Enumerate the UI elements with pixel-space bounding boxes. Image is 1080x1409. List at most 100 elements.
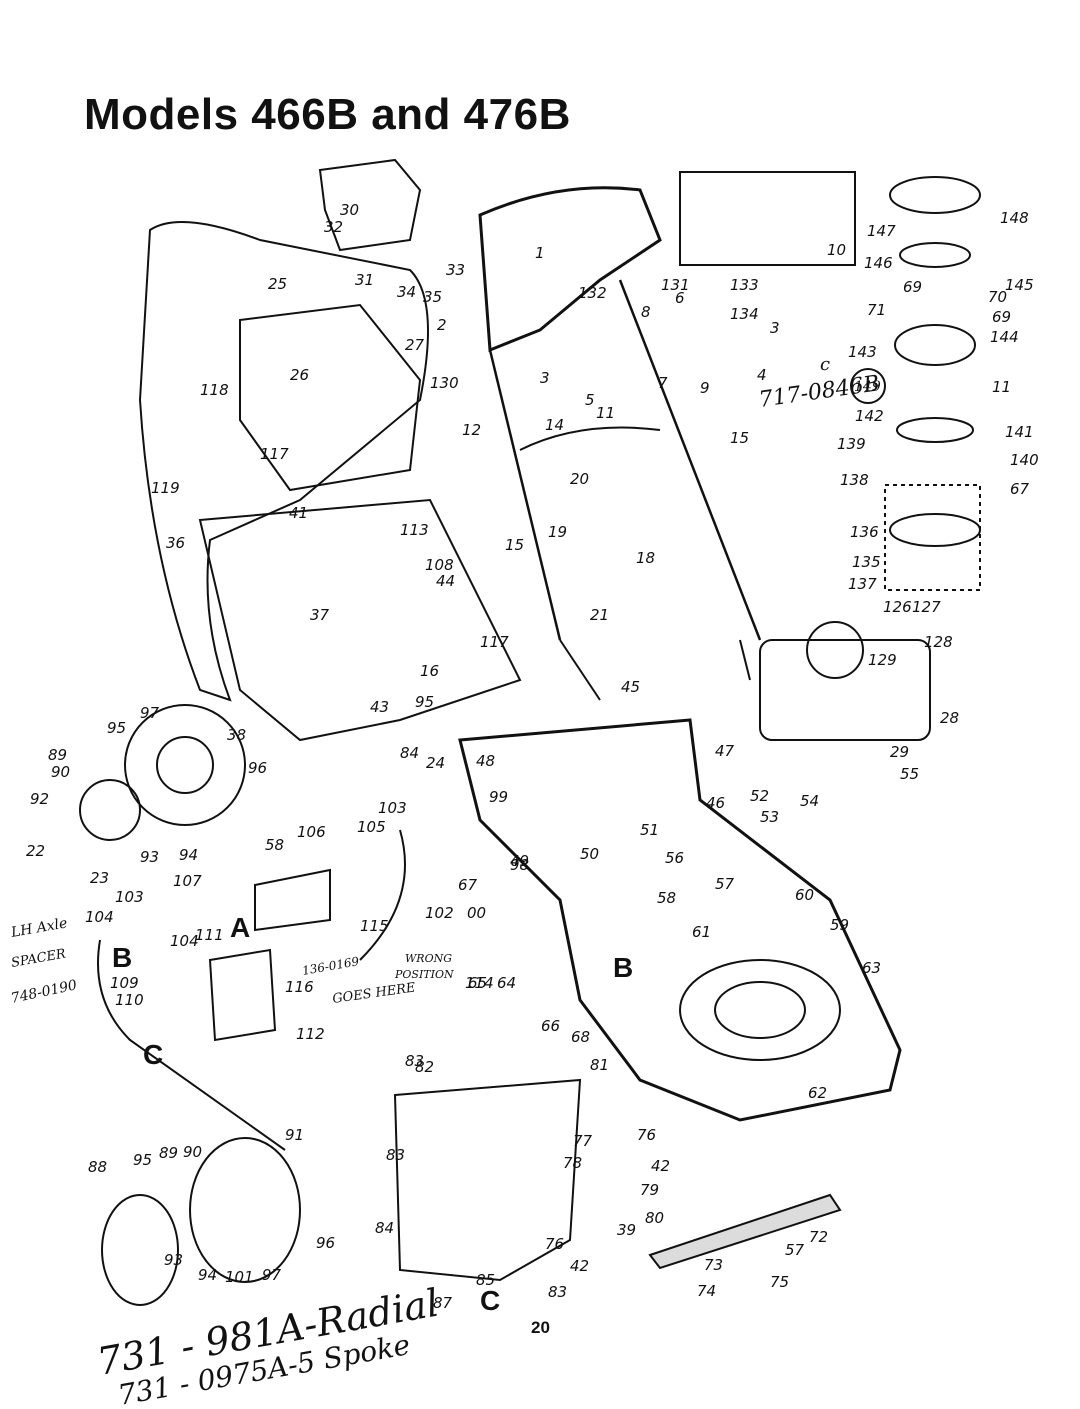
note-position: POSITION (394, 968, 454, 981)
svg-text:11: 11 (992, 378, 1011, 396)
svg-text:127: 127 (912, 598, 941, 616)
svg-text:138: 138 (840, 471, 869, 489)
note-goes-here: GOES HERE (331, 980, 416, 1007)
svg-text:106: 106 (297, 823, 326, 841)
svg-text:103: 103 (115, 888, 144, 906)
note-handle-part: 136-0169 (301, 954, 360, 978)
svg-text:44: 44 (436, 572, 455, 590)
svg-text:69: 69 (992, 308, 1011, 326)
svg-text:64: 64 (497, 974, 516, 992)
svg-text:30: 30 (340, 201, 359, 219)
svg-text:3: 3 (770, 319, 780, 337)
svg-text:35: 35 (423, 288, 442, 306)
svg-text:48: 48 (476, 752, 495, 770)
svg-text:83: 83 (386, 1146, 405, 1164)
svg-text:112: 112 (296, 1025, 325, 1043)
circled-part-ring (850, 368, 886, 404)
svg-text:72: 72 (809, 1228, 828, 1246)
svg-text:6: 6 (675, 289, 685, 307)
svg-text:4: 4 (757, 366, 767, 384)
svg-text:84: 84 (375, 1219, 394, 1237)
svg-text:15: 15 (505, 536, 524, 554)
svg-text:7: 7 (658, 374, 668, 392)
svg-text:33: 33 (446, 261, 465, 279)
svg-text:46: 46 (706, 794, 725, 812)
svg-text:95: 95 (415, 693, 434, 711)
svg-text:148: 148 (1000, 209, 1029, 227)
svg-text:132: 132 (578, 284, 607, 302)
grass-bag-frame (239, 303, 422, 492)
bag-handle (318, 158, 422, 252)
svg-text:129: 129 (868, 651, 897, 669)
svg-text:108: 108 (425, 556, 454, 574)
svg-text:62: 62 (808, 1084, 827, 1102)
page-title: Models 466B and 476B (84, 90, 571, 139)
svg-text:49: 49 (510, 852, 529, 870)
svg-text:38: 38 (227, 726, 246, 744)
svg-text:31: 31 (355, 271, 374, 289)
svg-text:8: 8 (641, 303, 651, 321)
svg-text:16: 16 (420, 662, 439, 680)
svg-text:107: 107 (173, 872, 202, 890)
svg-text:104: 104 (170, 932, 199, 950)
svg-text:89: 89 (48, 746, 67, 764)
svg-text:42: 42 (651, 1157, 670, 1175)
svg-text:74: 74 (697, 1282, 716, 1300)
svg-text:145: 145 (1005, 276, 1034, 294)
svg-text:113: 113 (400, 521, 429, 539)
svg-text:60: 60 (795, 886, 814, 904)
svg-text:104: 104 (85, 908, 114, 926)
svg-text:95: 95 (133, 1151, 152, 1169)
callout-c-bottom: C (480, 1285, 500, 1316)
svg-text:10: 10 (827, 241, 846, 259)
svg-text:67: 67 (458, 876, 478, 894)
mower-blade (648, 1193, 842, 1270)
svg-text:27: 27 (405, 336, 425, 354)
svg-text:83: 83 (405, 1052, 424, 1070)
callout-a: A (230, 912, 250, 943)
svg-text:28: 28 (940, 709, 959, 727)
svg-text:93: 93 (140, 848, 159, 866)
svg-text:11: 11 (596, 404, 615, 422)
svg-text:55: 55 (900, 765, 919, 783)
svg-text:119: 119 (151, 479, 180, 497)
svg-text:111: 111 (195, 926, 224, 944)
svg-text:15: 15 (730, 429, 749, 447)
svg-text:88: 88 (88, 1158, 107, 1176)
svg-text:47: 47 (715, 742, 735, 760)
svg-text:3: 3 (540, 369, 550, 387)
svg-text:144: 144 (990, 328, 1019, 346)
svg-text:42: 42 (570, 1257, 589, 1275)
svg-text:9: 9 (700, 379, 710, 397)
svg-text:134: 134 (730, 305, 759, 323)
svg-text:96: 96 (248, 759, 267, 777)
svg-text:37: 37 (310, 606, 330, 624)
svg-text:61: 61 (692, 923, 711, 941)
note-wrong: WRONG (405, 952, 452, 965)
svg-text:56: 56 (665, 849, 684, 867)
svg-text:66: 66 (541, 1017, 560, 1035)
note-lh-axle: LH Axle (9, 915, 69, 941)
svg-text:98: 98 (510, 856, 529, 874)
note-spacer-part: 748-0190 (10, 977, 79, 1007)
svg-text:20: 20 (570, 470, 589, 488)
svg-text:140: 140 (1010, 451, 1039, 469)
svg-text:73: 73 (704, 1256, 723, 1274)
svg-text:94: 94 (198, 1266, 217, 1284)
svg-text:102: 102 (425, 904, 454, 922)
svg-text:2: 2 (437, 316, 447, 334)
svg-text:92: 92 (30, 790, 49, 808)
svg-text:67: 67 (1010, 480, 1030, 498)
svg-text:141: 141 (1005, 423, 1034, 441)
svg-text:146: 146 (864, 254, 893, 272)
svg-text:76: 76 (545, 1235, 564, 1253)
svg-text:118: 118 (200, 381, 229, 399)
svg-text:23: 23 (90, 869, 109, 887)
note-circled-part: 149 (854, 379, 881, 395)
svg-text:79: 79 (640, 1181, 659, 1199)
svg-text:114: 114 (465, 974, 494, 992)
callout-b-left: B (112, 942, 132, 973)
svg-text:97: 97 (140, 704, 160, 722)
inset-box (679, 171, 856, 266)
